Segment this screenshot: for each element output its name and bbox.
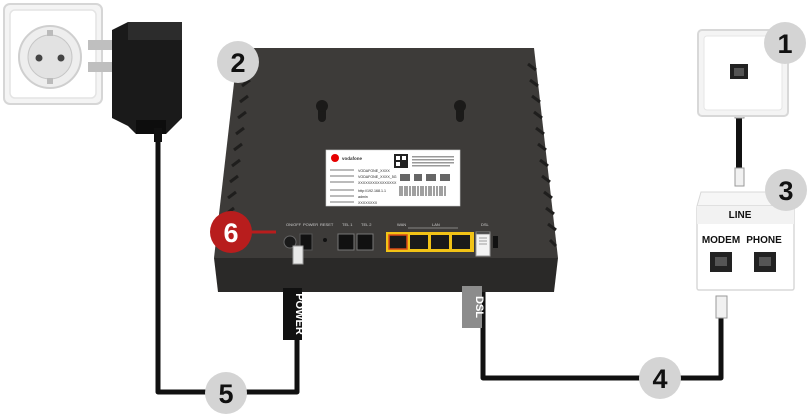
power-plug xyxy=(292,245,304,265)
splitter-modem-plug xyxy=(715,295,728,319)
dsl-cable xyxy=(480,255,724,381)
power-tag-label: POWER xyxy=(293,293,305,335)
mount-holes xyxy=(316,100,466,122)
step-badge-6: 6 xyxy=(210,211,252,253)
tel2-port xyxy=(356,233,374,251)
port-label-dsl: DSL xyxy=(481,222,490,227)
splitter-line-label: LINE xyxy=(729,210,752,221)
tel1-port xyxy=(337,233,355,251)
dsl-plug xyxy=(475,233,491,257)
port-label-reset: RESET xyxy=(320,222,334,227)
barcode-icon xyxy=(399,186,446,196)
power-adapter xyxy=(88,22,182,142)
wall-socket xyxy=(3,3,103,105)
router: vodafone VODAFONE_XXXX VODAFONE_XXXX_5G … xyxy=(214,48,558,292)
step-badge-4: 4 xyxy=(639,357,681,399)
svg-text:1: 1 xyxy=(777,29,792,59)
wan-port xyxy=(388,234,408,250)
step-badge-3: 3 xyxy=(765,169,807,211)
port-label-tel2: TEL 2 xyxy=(361,222,372,227)
dsl-tag-label: DSL xyxy=(473,296,485,318)
splitter-modem-label: MODEM xyxy=(702,235,740,246)
sticker-user: admin xyxy=(358,195,368,199)
sticker-wifi-key: XXXXXXXXXXXXXXXX xyxy=(358,181,397,185)
svg-text:5: 5 xyxy=(218,379,233,409)
svg-text:6: 6 xyxy=(223,218,238,248)
sticker-ssid-24: VODAFONE_XXXX xyxy=(358,169,390,173)
step-badge-1: 1 xyxy=(764,22,806,64)
port-label-wan: WAN xyxy=(397,222,406,227)
port-label-lan: LAN xyxy=(432,222,440,227)
phone-wall-jack xyxy=(697,29,789,117)
svg-text:3: 3 xyxy=(778,176,793,206)
router-label-sticker: vodafone VODAFONE_XXXX VODAFONE_XXXX_5G … xyxy=(325,149,461,207)
sticker-url: http://192.168.1.1 xyxy=(358,189,386,193)
port-label-onoff: ON/OFF xyxy=(286,222,302,227)
power-cable-tag: POWER xyxy=(283,288,305,340)
port-label-power: POWER xyxy=(303,222,318,227)
dsl-cable-tag: DSL xyxy=(462,286,485,328)
dsl-splitter: LINE MODEM PHONE xyxy=(696,191,795,319)
sticker-password: XXXXXXXX xyxy=(358,201,378,205)
vodafone-logo-icon xyxy=(331,154,339,162)
router-brand: vodafone xyxy=(342,156,362,161)
vent-right xyxy=(527,62,558,248)
svg-text:2: 2 xyxy=(230,48,245,78)
sticker-ssid-5: VODAFONE_XXXX_5G xyxy=(358,175,397,179)
step-badge-5: 5 xyxy=(205,372,247,414)
port-label-tel1: TEL 1 xyxy=(342,222,353,227)
lan-ports xyxy=(386,232,474,252)
step-badge-2: 2 xyxy=(217,41,259,83)
splitter-phone-label: PHONE xyxy=(746,235,782,246)
svg-text:4: 4 xyxy=(652,364,667,394)
onoff-button xyxy=(283,235,297,249)
reset-button xyxy=(323,238,327,242)
